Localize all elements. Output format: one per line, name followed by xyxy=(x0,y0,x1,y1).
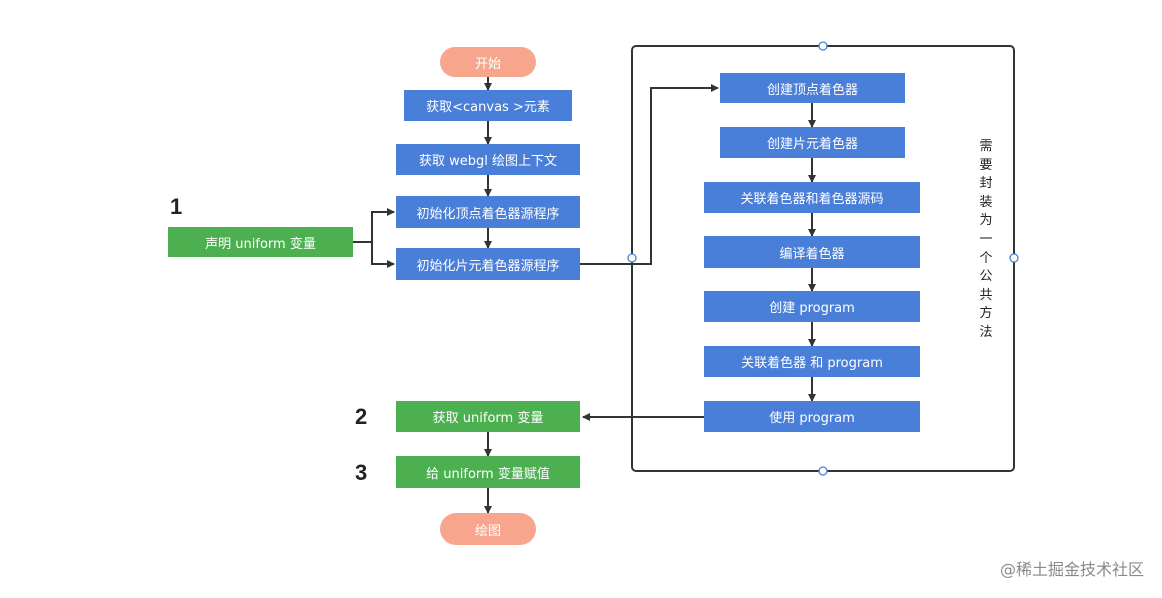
assign-uniform-node[interactable]: 给 uniform 变量赋值 xyxy=(396,456,580,488)
frame-handle-right xyxy=(1009,253,1019,263)
get-uniform-node[interactable]: 获取 uniform 变量 xyxy=(396,401,580,432)
watermark: @稀土掘金技术社区 xyxy=(999,560,1144,579)
frame-handle-top xyxy=(818,41,828,51)
step-number-1: 1 xyxy=(170,194,183,219)
create-program-node[interactable]: 创建 program xyxy=(704,291,920,322)
frame-handle-left xyxy=(627,253,637,263)
step-number-2: 2 xyxy=(355,404,368,429)
use-program-node[interactable]: 使用 program xyxy=(704,401,920,432)
start-node[interactable]: 开始 xyxy=(440,47,536,77)
frame-handle-bottom xyxy=(818,466,828,476)
draw-node[interactable]: 绘图 xyxy=(440,513,536,545)
declare-uniform-node[interactable]: 声明 uniform 变量 xyxy=(168,227,353,257)
get-webgl-node[interactable]: 获取 webgl 绘图上下文 xyxy=(396,144,580,175)
create-fragment-shader-node[interactable]: 创建片元着色器 xyxy=(720,127,905,158)
link-shader-source-node[interactable]: 关联着色器和着色器源码 xyxy=(704,182,920,213)
get-canvas-node[interactable]: 获取<canvas >元素 xyxy=(404,90,572,121)
container-note: 需要封装为一个公共方法 xyxy=(979,139,993,340)
compile-shader-node[interactable]: 编译着色器 xyxy=(704,236,920,268)
create-vertex-shader-node[interactable]: 创建顶点着色器 xyxy=(720,73,905,103)
arrow-declare-fork xyxy=(353,208,395,243)
attach-program-node[interactable]: 关联着色器 和 program xyxy=(704,346,920,377)
init-vertex-source-node[interactable]: 初始化顶点着色器源程序 xyxy=(396,196,580,228)
arrow-init-to-create-vertex xyxy=(580,84,719,265)
arrow-declare-fork-2 xyxy=(371,242,395,268)
init-fragment-source-node[interactable]: 初始化片元着色器源程序 xyxy=(396,248,580,280)
step-number-3: 3 xyxy=(355,460,368,485)
